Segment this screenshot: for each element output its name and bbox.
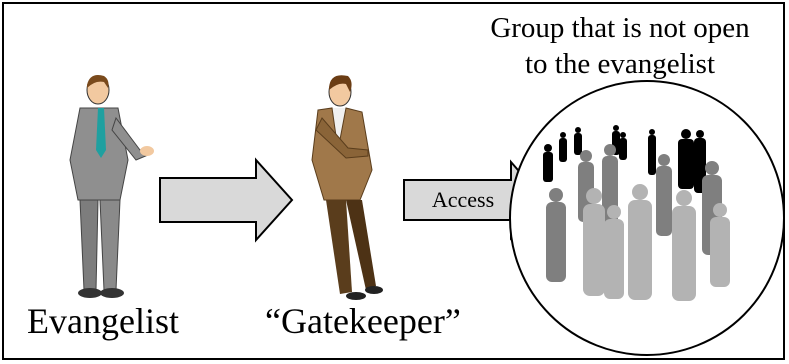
evangelist-figure: [69, 75, 154, 298]
arrow-gatekeeper-to-group: Access: [403, 159, 546, 241]
group-title-line1: Group that is not open: [490, 12, 750, 44]
group-title: Group that is not open to the evangelist: [440, 10, 789, 82]
gatekeeper-figure: [311, 75, 383, 300]
access-label: Access: [432, 187, 494, 212]
arrow-evangelist-to-gatekeeper: [159, 157, 294, 243]
group-title-line2: to the evangelist: [524, 48, 716, 80]
crowd-near: [583, 184, 730, 301]
gatekeeper-label: “Gatekeeper”: [265, 301, 461, 341]
evangelist-label: Evangelist: [27, 301, 179, 341]
group-circle: [509, 80, 785, 356]
crowd-mid: [546, 144, 722, 282]
